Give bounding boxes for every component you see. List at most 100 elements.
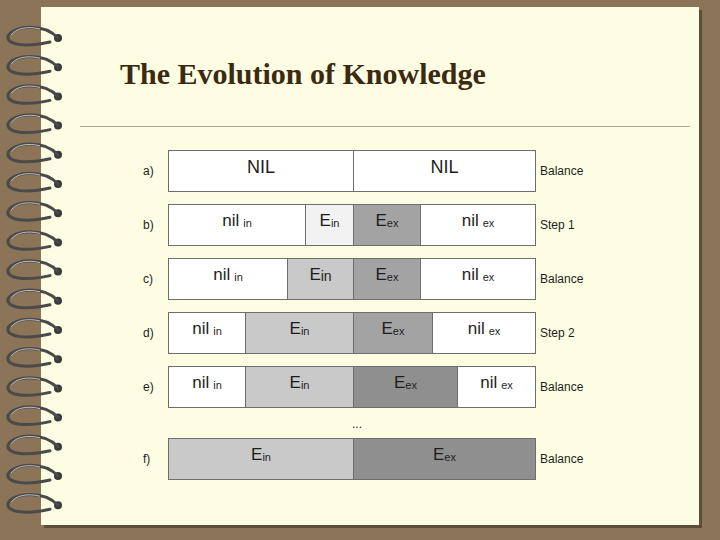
binding-highlight xyxy=(11,320,40,327)
segment-subscript: in xyxy=(301,325,310,337)
knowledge-segment: NIL xyxy=(168,150,354,192)
segment-text: Ein xyxy=(251,445,271,465)
paper-sheet xyxy=(41,7,699,525)
knowledge-segment: Ein xyxy=(287,258,354,300)
row-step: Step 2 xyxy=(540,325,575,341)
binding-highlight xyxy=(11,115,40,122)
segment-text: Ein xyxy=(309,265,331,285)
segment-subscript: ex xyxy=(387,271,399,283)
segment-name: nil xyxy=(480,373,497,392)
segment-text: Eex xyxy=(382,319,405,339)
ellipsis-mark: ... xyxy=(352,416,362,432)
segment-subscript: in xyxy=(213,379,222,391)
segment-text: nilin xyxy=(192,319,222,339)
segment-text: nilex xyxy=(462,211,495,231)
row-step: Balance xyxy=(540,451,583,467)
binding-highlight xyxy=(11,349,40,356)
segment-text: Eex xyxy=(376,211,399,231)
segment-name: E xyxy=(376,211,387,230)
binding-coil xyxy=(8,115,58,133)
slide-title: The Evolution of Knowledge xyxy=(120,56,486,92)
segment-name: E xyxy=(320,211,331,230)
knowledge-segment: Ein xyxy=(245,312,354,354)
segment-name: nil xyxy=(222,211,239,230)
binding-coil xyxy=(8,56,58,74)
segment-name: E xyxy=(394,373,405,392)
segment-name: nil xyxy=(192,319,209,338)
binding-highlight xyxy=(11,378,40,385)
binding-highlight xyxy=(11,144,40,151)
segment-text: nilex xyxy=(468,319,501,339)
binding-coil xyxy=(8,86,58,104)
segment-text: nilin xyxy=(213,265,243,285)
knowledge-segment: nilin xyxy=(168,312,246,354)
segment-name: E xyxy=(433,445,444,464)
knowledge-segment: Eex xyxy=(353,204,421,246)
segment-text: nilin xyxy=(192,373,222,393)
spiral-binding xyxy=(8,27,62,512)
title-rule xyxy=(80,126,690,127)
row-step: Balance xyxy=(540,163,583,179)
segment-subscript: in xyxy=(243,217,252,229)
segment-name: E xyxy=(290,319,301,338)
segment-name: E xyxy=(376,265,387,284)
segment-subscript: ex xyxy=(393,325,405,337)
segment-subscript: in xyxy=(262,451,271,463)
binding-coil xyxy=(8,494,58,512)
row-step: Balance xyxy=(540,271,583,287)
knowledge-segment: nilex xyxy=(457,366,536,408)
binding-highlight xyxy=(11,232,40,239)
segment-text: Eex xyxy=(376,265,399,285)
segment-text: Eex xyxy=(394,373,417,393)
knowledge-segment: nilex xyxy=(432,312,536,354)
binding-highlight xyxy=(11,203,40,210)
knowledge-segment: nilin xyxy=(168,366,246,408)
row-letter: d) xyxy=(143,325,154,341)
segment-subscript: in xyxy=(331,217,340,229)
segment-text: Ein xyxy=(320,211,340,231)
binding-coil xyxy=(8,173,58,191)
segment-text: nilex xyxy=(480,373,513,393)
segment-name: nil xyxy=(213,265,230,284)
segment-name: E xyxy=(309,265,320,284)
binding-highlight xyxy=(11,466,40,473)
row-letter: b) xyxy=(143,217,154,233)
segment-name: nil xyxy=(468,319,485,338)
segment-name: E xyxy=(382,319,393,338)
binding-coil xyxy=(8,378,58,396)
binding-coil xyxy=(8,436,58,454)
binding-coil xyxy=(8,290,58,308)
segment-subscript: in xyxy=(234,271,243,283)
binding-highlight xyxy=(11,28,40,35)
knowledge-segment: nilex xyxy=(420,258,536,300)
segment-subscript: ex xyxy=(387,217,399,229)
segment-name: nil xyxy=(192,373,209,392)
segment-text: nilex xyxy=(462,265,495,285)
binding-coil xyxy=(8,144,58,162)
row-letter: e) xyxy=(143,379,154,395)
segment-subscript: ex xyxy=(405,379,417,391)
segment-name: NIL xyxy=(430,157,458,177)
row-letter: c) xyxy=(143,271,153,287)
segment-text: Ein xyxy=(290,373,310,393)
knowledge-segment: Eex xyxy=(353,366,458,408)
segment-subscript: in xyxy=(321,268,332,284)
binding-coil xyxy=(8,348,58,366)
knowledge-segment: NIL xyxy=(353,150,536,192)
row-step: Step 1 xyxy=(540,217,575,233)
segment-name: nil xyxy=(462,265,479,284)
knowledge-segment: Eex xyxy=(353,258,421,300)
segment-name: nil xyxy=(462,211,479,230)
row-step: Balance xyxy=(540,379,583,395)
segment-subscript: in xyxy=(301,379,310,391)
row-letter: f) xyxy=(143,451,150,467)
binding-coil xyxy=(8,261,58,279)
binding-highlight xyxy=(11,86,40,93)
knowledge-segment: Ein xyxy=(305,204,354,246)
segment-name: E xyxy=(290,373,301,392)
segment-subscript: ex xyxy=(444,451,456,463)
segment-subscript: ex xyxy=(489,325,501,337)
segment-name: E xyxy=(251,445,262,464)
segment-text: NIL xyxy=(247,157,275,178)
segment-subscript: ex xyxy=(501,379,513,391)
